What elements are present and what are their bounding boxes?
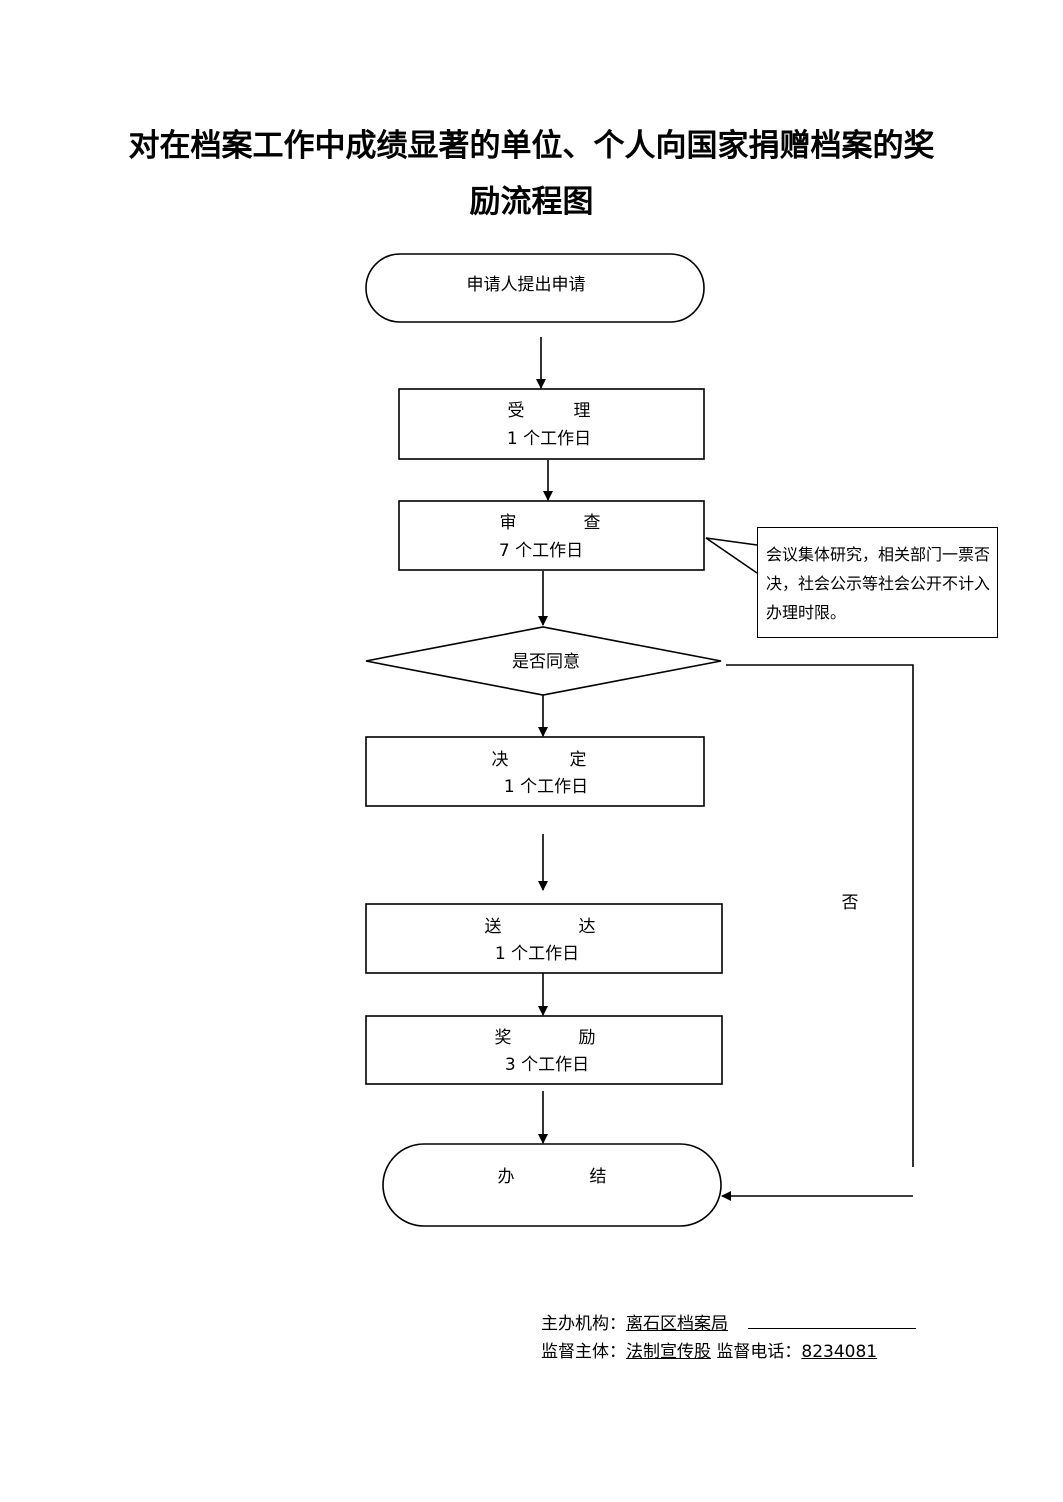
note-pointer [705,537,758,574]
accept-label-a: 受 [508,401,525,421]
no-branch-line [726,664,914,1167]
reward-label-b: 励 [579,1028,596,1048]
reward-days: 3 个工作日 [505,1055,589,1075]
accept-days: 1 个工作日 [507,429,591,449]
reward-label-a: 奖 [495,1028,512,1048]
decision-diamond [365,626,722,696]
phone-value: 8234081 [801,1342,878,1362]
deliver-box [365,903,723,974]
supervisor-label: 监督主体： [541,1342,626,1362]
decide-box [365,736,705,807]
footer-host: 主办机构：离石区档案局 [541,1309,728,1334]
start-terminal [365,253,705,323]
deliver-label-a: 送 [485,917,502,937]
start-label: 申请人提出申请 [467,275,586,295]
decision-label: 是否同意 [512,652,580,672]
page-title-line1: 对在档案工作中成绩显著的单位、个人向国家捐赠档案的奖 [128,128,935,164]
end-label-b: 结 [590,1167,607,1187]
review-days: 7 个工作日 [499,541,583,561]
decide-label-b: 定 [570,750,587,770]
end-terminal [382,1143,722,1227]
supervisor-value: 法制宣传股 [626,1342,711,1362]
page-title-line2: 励流程图 [469,184,594,220]
no-label: 否 [842,893,859,913]
footer-supervisor: 监督主体：法制宣传股 监督电话：8234081 [541,1337,877,1362]
review-label-b: 查 [584,513,601,533]
deliver-days: 1 个工作日 [495,944,579,964]
host-underline [748,1328,916,1329]
phone-label: 监督电话： [716,1342,802,1362]
review-box [398,500,705,571]
decide-label-a: 决 [492,750,509,770]
decide-days: 1 个工作日 [504,777,588,797]
accept-box [398,388,705,460]
note-box: 会议集体研究，相关部门一票否决，社会公示等社会公开不计入办理时限。 [757,527,998,638]
review-label-a: 审 [500,513,517,533]
host-value: 离石区档案局 [626,1314,728,1334]
accept-label-b: 理 [574,401,591,421]
end-label-a: 办 [498,1167,515,1187]
deliver-label-b: 达 [579,917,596,937]
host-label: 主办机构： [541,1314,626,1334]
reward-box [365,1015,723,1085]
